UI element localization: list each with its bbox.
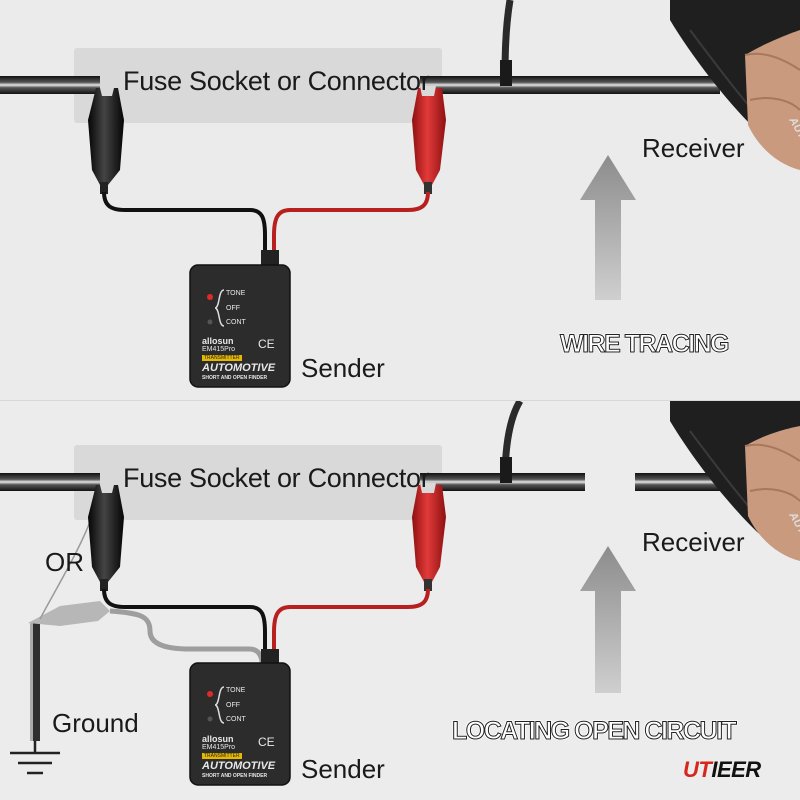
- fuse-socket-label: Fuse Socket or Connector: [123, 66, 430, 96]
- utieer-watermark: UTIEER: [683, 757, 761, 783]
- sender-label: Sender: [301, 754, 385, 784]
- open-circuit-panel: Fuse Socket or Connector Receiver Sender…: [0, 400, 800, 800]
- ce-mark: CE: [258, 337, 275, 351]
- red-alligator-clip: [412, 86, 446, 194]
- switch-off-label: OFF: [226, 702, 240, 709]
- device-subtitle: SHORT AND OPEN FINDER: [202, 773, 268, 779]
- switch-tone-label: TONE: [226, 687, 246, 694]
- fuse-label-box: [74, 445, 442, 520]
- device-brand: allosun: [202, 336, 234, 346]
- black-lead: [102, 588, 267, 663]
- receiver-label: Receiver: [642, 527, 745, 557]
- device-model: EM415Pro: [202, 744, 236, 751]
- tone-led: [207, 691, 213, 697]
- wire-left: [0, 473, 100, 491]
- red-alligator-clip: [412, 483, 446, 591]
- wire-tracing-panel: Fuse Socket or Connector Receiver Sender…: [0, 0, 800, 388]
- open-circuit-caption: LOCATING OPEN CIRCUIT: [451, 717, 737, 746]
- up-arrow: [580, 155, 636, 300]
- fuse-socket-label: Fuse Socket or Connector: [123, 463, 430, 493]
- ground-label: Ground: [52, 708, 139, 738]
- black-lead: [102, 191, 267, 265]
- switch-off-label: OFF: [226, 305, 240, 312]
- watermark-part1: UT: [683, 757, 712, 782]
- red-lead: [272, 588, 430, 663]
- wire-right: [420, 76, 720, 94]
- device-subtitle: SHORT AND OPEN FINDER: [202, 375, 268, 381]
- receiver-label: Receiver: [642, 133, 745, 163]
- switch-cont-label: CONT: [226, 716, 246, 723]
- device-badge: TRANSMITTER: [202, 753, 242, 759]
- wire-tracing-caption: WIRE TRACING: [559, 330, 730, 359]
- device-brand: allosun: [202, 734, 234, 744]
- red-lead: [272, 191, 430, 265]
- device-title: AUTOMOTIVE: [202, 760, 276, 772]
- fuse-label-box: [74, 48, 442, 123]
- sender-label: Sender: [301, 353, 385, 383]
- up-arrow: [580, 546, 636, 693]
- watermark-part2: IEER: [711, 757, 761, 782]
- wire-right: [635, 473, 725, 491]
- black-alligator-clip: [88, 88, 124, 194]
- grey-alligator-clip: [28, 601, 110, 626]
- or-label: OR: [45, 547, 84, 577]
- wire-left: [0, 76, 100, 94]
- receiver-device: [670, 0, 800, 170]
- device-title: AUTOMOTIVE: [202, 362, 276, 374]
- device-model: EM415Pro: [202, 346, 236, 353]
- receiver-device: [670, 401, 800, 561]
- device-badge: TRANSMITTER: [202, 355, 242, 361]
- ground-connection: [10, 488, 265, 775]
- switch-cont-label: CONT: [226, 319, 246, 326]
- switch-tone-label: TONE: [226, 290, 246, 297]
- wire-tracing-illustration: [0, 0, 800, 388]
- ce-mark: CE: [258, 735, 275, 749]
- tone-led: [207, 294, 213, 300]
- black-alligator-clip: [88, 485, 124, 591]
